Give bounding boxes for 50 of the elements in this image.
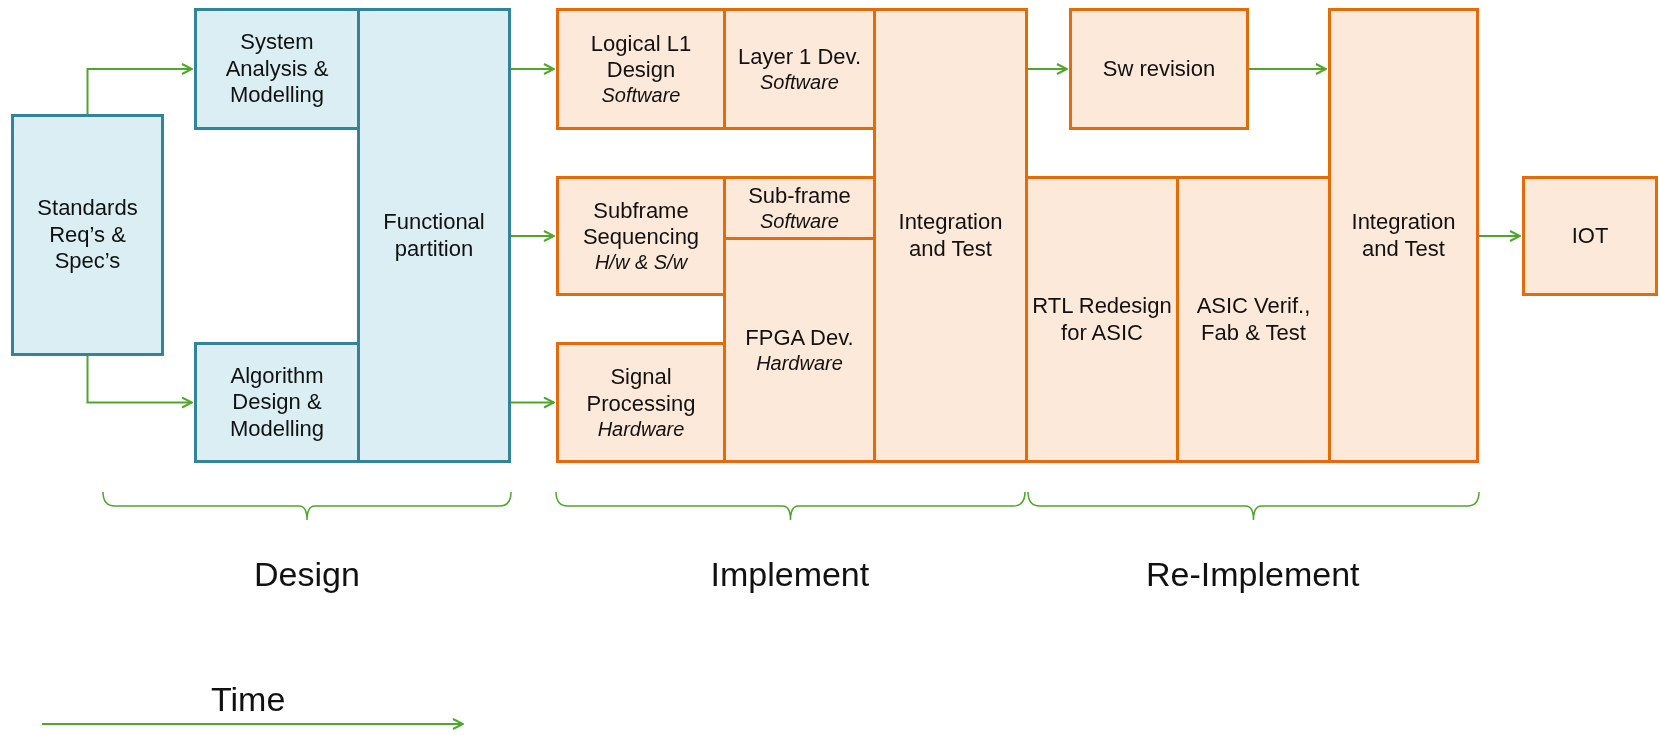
arrow — [510, 230, 555, 242]
box-title: Layer 1 Dev. — [737, 43, 862, 71]
process-box — [556, 8, 726, 130]
box-title: System Analysis & Modelling — [224, 29, 330, 109]
box-title: Functional partition — [382, 209, 486, 262]
arrow — [1248, 63, 1327, 75]
process-box — [556, 342, 726, 463]
process-box — [11, 114, 164, 356]
phase-label: Re-Implement — [1146, 555, 1360, 594]
process-box — [194, 342, 360, 463]
arrow — [1478, 230, 1521, 242]
box-title: IOT — [1571, 222, 1609, 250]
arrow — [86, 63, 193, 115]
box-subtitle: Hardware — [597, 416, 685, 441]
phase-label: Design — [254, 555, 360, 594]
box-title: Logical L1 Design — [589, 30, 693, 84]
axis-label: Time — [211, 680, 286, 719]
box-title: Signal Processing — [585, 364, 697, 417]
process-box — [1069, 8, 1249, 130]
box-title: Algorithm Design & Modelling — [228, 362, 326, 443]
box-subtitle: Software — [760, 70, 839, 95]
process-box — [723, 237, 876, 463]
box-title: Sub-frame — [748, 182, 851, 210]
process-box — [723, 8, 876, 130]
box-title: Sw revision — [1102, 55, 1216, 83]
process-box — [1522, 176, 1658, 296]
arrow — [86, 355, 193, 409]
process-box — [357, 8, 511, 463]
arrow — [510, 396, 555, 409]
process-box — [1176, 176, 1331, 463]
box-title: Standards Req’s & Spec’s — [36, 195, 139, 275]
process-box — [194, 8, 360, 130]
box-subtitle: H/w & S/w — [594, 250, 688, 275]
process-box — [556, 176, 726, 296]
phase-label: Implement — [710, 555, 870, 594]
box-subtitle: Software — [760, 209, 839, 234]
box-subtitle: Hardware — [756, 351, 843, 376]
arrow — [510, 63, 555, 75]
process-box — [873, 8, 1028, 463]
box-title: Integration and Test — [1350, 209, 1457, 262]
process-box — [1025, 176, 1179, 463]
box-title: Integration and Test — [897, 209, 1004, 262]
process-box — [1328, 8, 1479, 463]
box-title: Subframe Sequencing — [581, 197, 701, 251]
box-title: ASIC Verif., Fab & Test — [1195, 293, 1312, 346]
box-subtitle: Software — [601, 83, 681, 108]
arrow — [1027, 63, 1068, 75]
process-box — [723, 176, 876, 240]
box-title: RTL Redesign for ASIC — [1031, 293, 1173, 346]
box-title: FPGA Dev. — [745, 324, 854, 352]
